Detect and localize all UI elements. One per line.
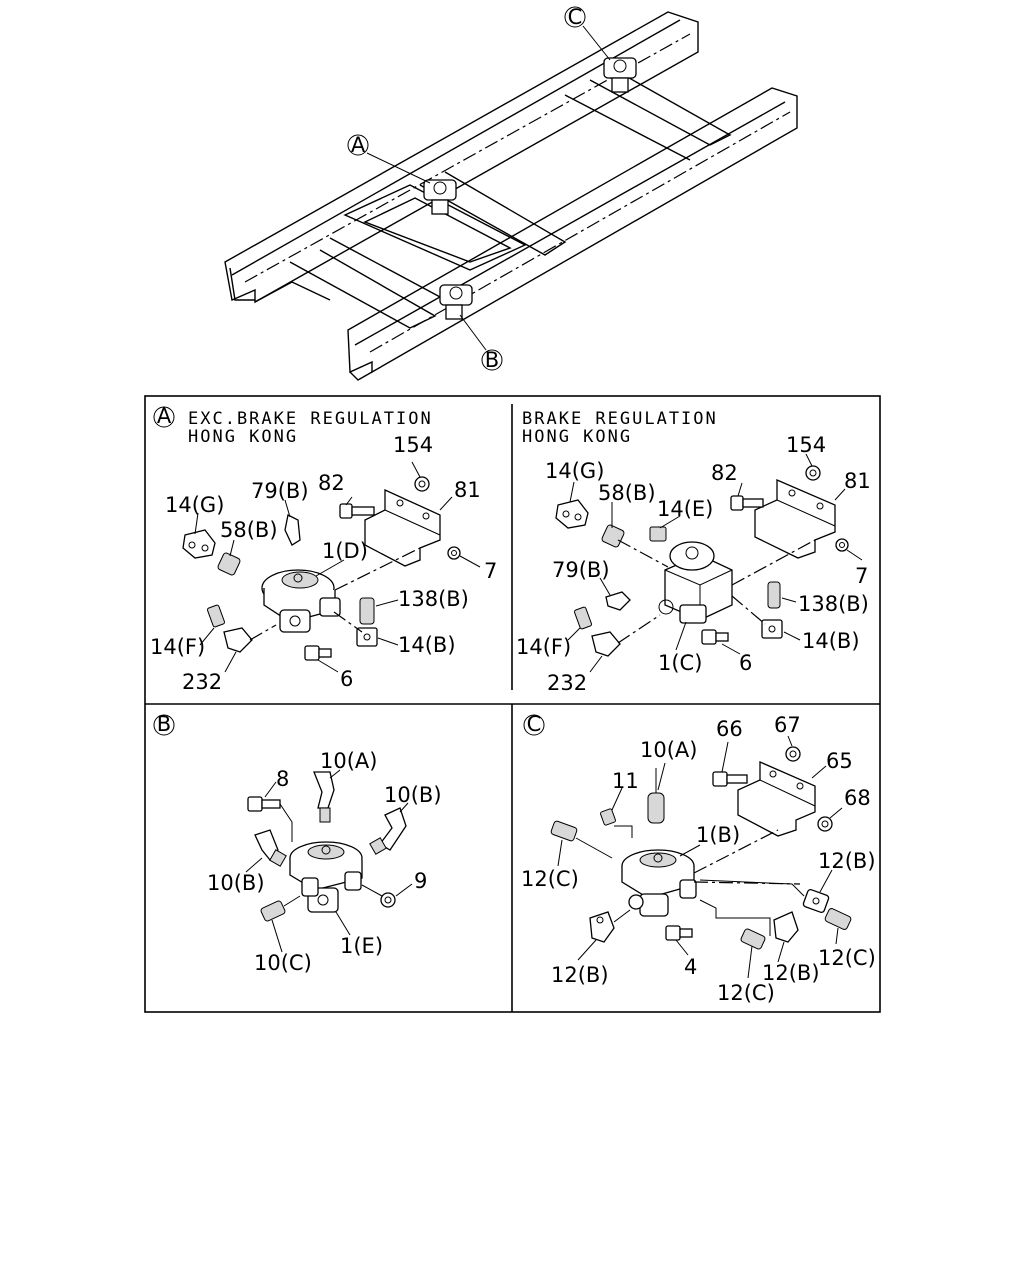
label-10a: 10(A) xyxy=(320,749,377,773)
valve-c-top xyxy=(603,57,637,93)
panel-a-right: BRAKE REGULATION HONG KONG xyxy=(516,409,871,695)
label-154-r: 154 xyxy=(786,433,826,457)
label-12c-right: 12(C) xyxy=(818,946,876,970)
label-67: 67 xyxy=(774,713,801,737)
label-10b-right: 10(B) xyxy=(384,783,442,807)
label-232-r: 232 xyxy=(547,671,587,695)
label-1d: 1(D) xyxy=(322,539,368,563)
label-68: 68 xyxy=(844,786,871,810)
label-232: 232 xyxy=(182,670,222,694)
label-82: 82 xyxy=(318,471,345,495)
caption-brake-line2: HONG KONG xyxy=(522,427,632,447)
callout-c: C xyxy=(527,712,542,736)
label-12b-middle: 12(B) xyxy=(762,961,820,985)
label-7: 7 xyxy=(484,559,497,583)
label-65: 65 xyxy=(826,749,853,773)
label-12c-bottom: 12(C) xyxy=(717,981,775,1005)
label-1e: 1(E) xyxy=(340,934,383,958)
label-14f-r: 14(F) xyxy=(516,635,571,659)
label-10b-left: 10(B) xyxy=(207,871,265,895)
callout-c-overview: C xyxy=(568,5,583,29)
label-14e-r: 14(E) xyxy=(657,497,713,521)
label-66: 66 xyxy=(716,717,743,741)
label-79b-r: 79(B) xyxy=(552,558,610,582)
panel-a-left: A EXC.BRAKE REGULATION HONG KONG xyxy=(150,404,497,694)
detail-panel-frames xyxy=(144,395,881,1013)
label-154: 154 xyxy=(393,433,433,457)
label-58b-r: 58(B) xyxy=(598,481,656,505)
label-11: 11 xyxy=(612,769,639,793)
callout-a-overview: A xyxy=(351,133,366,157)
label-14b-r: 14(B) xyxy=(802,629,860,653)
label-12b-left: 12(B) xyxy=(551,963,609,987)
caption-exc-line2: HONG KONG xyxy=(188,427,298,447)
callout-a: A xyxy=(157,404,172,428)
callout-b-overview: B xyxy=(485,348,499,372)
valve-a-top xyxy=(423,179,457,215)
chassis-frame-overview: C A B xyxy=(224,5,798,381)
label-9: 9 xyxy=(414,869,427,893)
label-1c-r: 1(C) xyxy=(658,651,702,675)
label-138b: 138(B) xyxy=(398,587,469,611)
label-12b-right-top: 12(B) xyxy=(818,849,876,873)
valve-b-top xyxy=(439,284,473,320)
label-10a-c: 10(A) xyxy=(640,738,697,762)
label-58b: 58(B) xyxy=(220,518,278,542)
caption-brake-line1: BRAKE REGULATION xyxy=(522,409,718,429)
label-81-r: 81 xyxy=(844,469,871,493)
label-14f: 14(F) xyxy=(150,635,205,659)
label-14b: 14(B) xyxy=(398,633,456,657)
caption-exc-line1: EXC.BRAKE REGULATION xyxy=(188,409,433,429)
label-6: 6 xyxy=(340,667,353,691)
label-79b: 79(B) xyxy=(251,479,309,503)
label-81: 81 xyxy=(454,478,481,502)
label-7-r: 7 xyxy=(855,564,868,588)
label-138b-r: 138(B) xyxy=(798,592,869,616)
label-1b: 1(B) xyxy=(696,823,740,847)
label-82-r: 82 xyxy=(711,461,738,485)
panel-c: C xyxy=(521,712,876,1005)
label-12c-left: 12(C) xyxy=(521,867,579,891)
panel-b: B 8 xyxy=(153,712,442,975)
callout-b: B xyxy=(157,712,171,736)
label-6-r: 6 xyxy=(739,651,752,675)
label-4: 4 xyxy=(684,955,697,979)
label-10c: 10(C) xyxy=(254,951,312,975)
label-14g: 14(G) xyxy=(165,493,224,517)
label-14g-r: 14(G) xyxy=(545,459,604,483)
label-8: 8 xyxy=(276,767,289,791)
